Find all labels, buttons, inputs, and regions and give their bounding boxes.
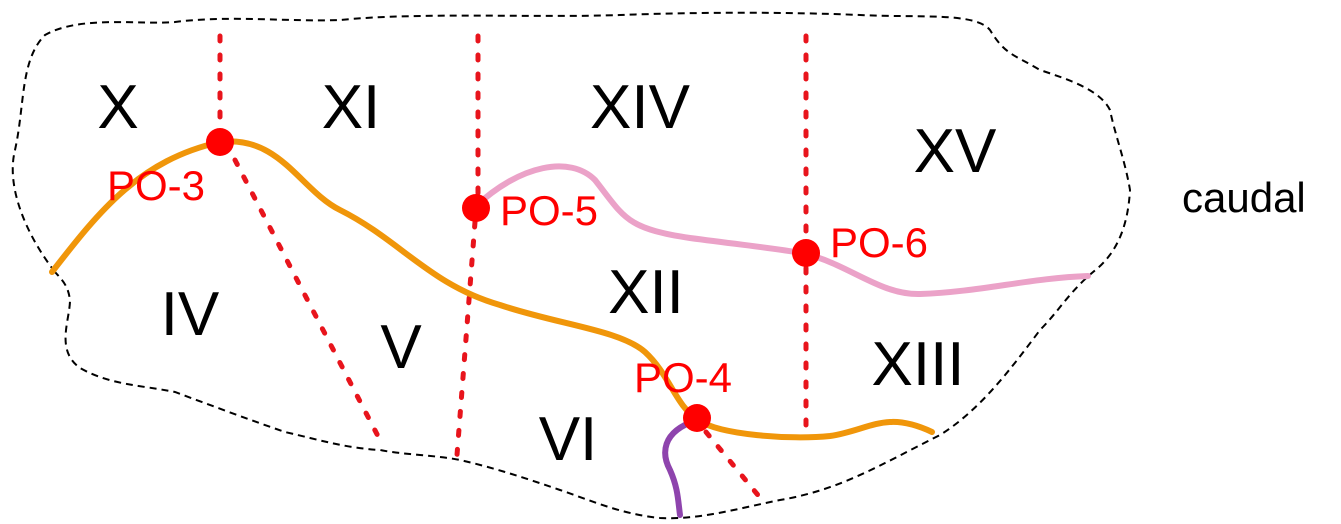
point-po-6 (792, 239, 820, 267)
region-label-x: X (97, 73, 138, 142)
points (206, 128, 820, 432)
region-label-xiii: XIII (871, 330, 964, 399)
point-label-po-4: PO-4 (634, 354, 732, 401)
point-label-po-3: PO-3 (107, 162, 205, 209)
region-label-xiv: XIV (590, 73, 691, 142)
region-label-v: V (380, 313, 422, 382)
region-label-iv: IV (161, 280, 220, 349)
direction-label-caudal: caudal (1182, 174, 1306, 221)
divider-v-xii (454, 219, 478, 458)
region-label-vi: VI (539, 405, 598, 474)
pink-curve (473, 163, 1091, 298)
purple-curve (662, 417, 700, 518)
outline-boundary (11, 11, 1132, 520)
point-labels: PO-3 PO-5 PO-6 PO-4 (107, 162, 928, 401)
region-label-xi: XI (322, 73, 381, 142)
region-label-xv: XV (914, 117, 997, 186)
point-po-4 (683, 404, 711, 432)
point-label-po-5: PO-5 (500, 187, 598, 234)
point-po-3 (206, 128, 234, 156)
divider-vi-right (703, 429, 765, 503)
divider-iv-v (232, 157, 383, 443)
dotted-dividers (217, 33, 809, 503)
region-labels: X XI XIV XV IV V XII XIII VI (97, 73, 997, 474)
point-po-5 (462, 194, 490, 222)
point-label-po-6: PO-6 (830, 219, 928, 266)
region-label-xii: XII (608, 258, 684, 327)
